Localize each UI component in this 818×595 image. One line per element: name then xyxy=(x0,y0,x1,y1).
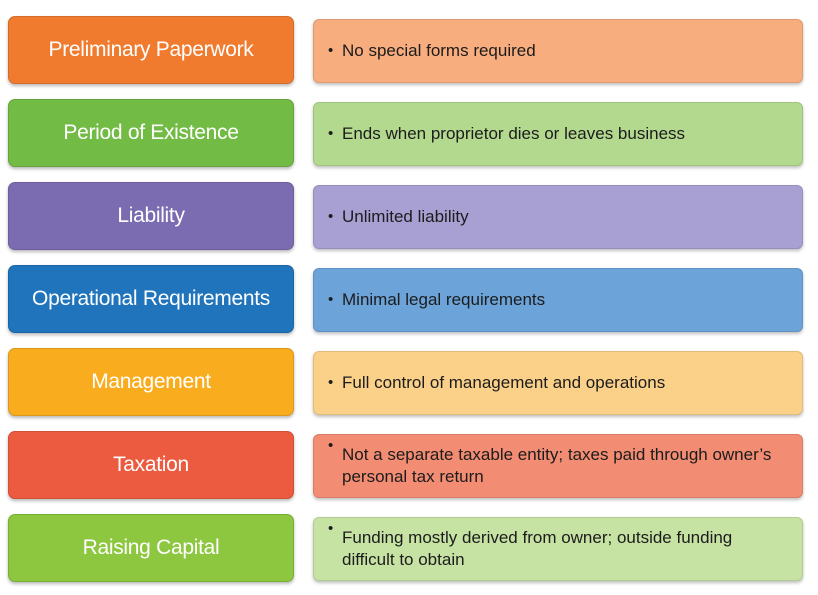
label-text: Preliminary Paperwork xyxy=(48,38,254,61)
bullet: • xyxy=(328,125,334,142)
description-box: • Full control of management and operati… xyxy=(313,351,803,415)
description-text: No special forms required xyxy=(342,41,536,60)
label-text: Management xyxy=(91,370,211,393)
label-box: Raising Capital xyxy=(8,514,294,582)
label-box: Liability xyxy=(8,182,294,250)
description-box: • Not a separate taxable entity; taxes p… xyxy=(313,434,803,498)
label-box: Period of Existence xyxy=(8,99,294,167)
label-box: Taxation xyxy=(8,431,294,499)
description-box: • Unlimited liability xyxy=(313,185,803,249)
label-box: Preliminary Paperwork xyxy=(8,16,294,84)
row-liability: Liability • Unlimited liability xyxy=(0,182,818,252)
description-box: • No special forms required xyxy=(313,19,803,83)
description-text: Ends when proprietor dies or leaves busi… xyxy=(342,124,686,143)
description-box: • Minimal legal requirements xyxy=(313,268,803,332)
bullet: • xyxy=(328,208,334,225)
bullet: • xyxy=(328,42,334,59)
description-text: Minimal legal requirements xyxy=(342,290,546,309)
bullet: • xyxy=(328,437,334,454)
row-operational-requirements: Operational Requirements • Minimal legal… xyxy=(0,265,818,335)
label-text: Raising Capital xyxy=(82,536,220,559)
label-text: Taxation xyxy=(113,453,189,476)
bullet: • xyxy=(328,374,334,391)
description-text: Full control of management and operation… xyxy=(342,373,666,392)
description-text: Unlimited liability xyxy=(342,207,469,226)
label-text: Operational Requirements xyxy=(32,287,270,310)
row-raising-capital: Raising Capital • Funding mostly derived… xyxy=(0,514,818,584)
row-taxation: Taxation • Not a separate taxable entity… xyxy=(0,431,818,501)
label-text: Liability xyxy=(117,204,185,227)
label-box: Operational Requirements xyxy=(8,265,294,333)
description-box: • Ends when proprietor dies or leaves bu… xyxy=(313,102,803,166)
row-preliminary-paperwork: Preliminary Paperwork • No special forms… xyxy=(0,16,818,86)
row-period-of-existence: Period of Existence • Ends when propriet… xyxy=(0,99,818,169)
label-text: Period of Existence xyxy=(63,121,239,144)
row-management: Management • Full control of management … xyxy=(0,348,818,418)
description-text: Funding mostly derived from owner; outsi… xyxy=(342,528,733,569)
bullet: • xyxy=(328,520,334,537)
description-text: Not a separate taxable entity; taxes pai… xyxy=(342,445,772,486)
label-box: Management xyxy=(8,348,294,416)
description-box: • Funding mostly derived from owner; out… xyxy=(313,517,803,581)
bullet: • xyxy=(328,291,334,308)
